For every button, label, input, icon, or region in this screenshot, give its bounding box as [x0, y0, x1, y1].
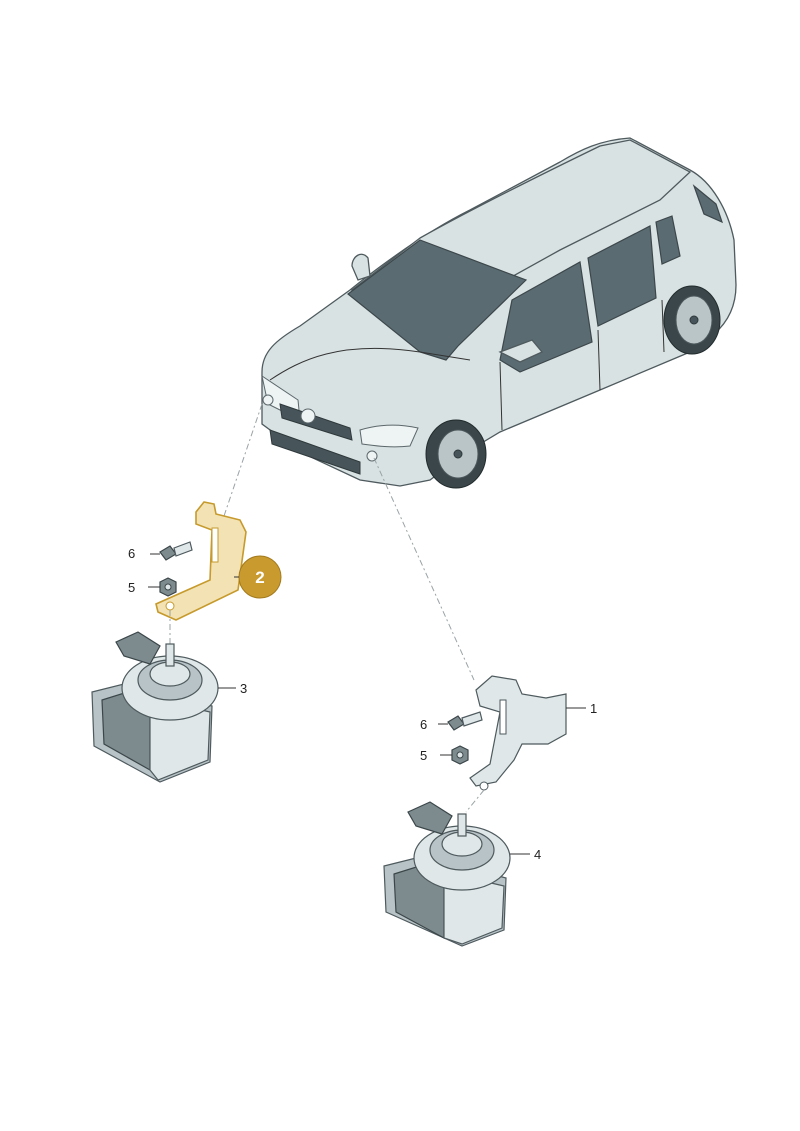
horn-3 [91, 610, 236, 783]
nut-5-left [148, 577, 177, 597]
horn-4 [383, 789, 530, 947]
location-line-left [223, 403, 263, 517]
bracket-2-highlighted [155, 501, 247, 621]
location-line-right [373, 457, 475, 681]
callout-6-left: 6 [128, 546, 135, 561]
callout-6-right: 6 [420, 717, 427, 732]
callout-5-right: 5 [420, 748, 427, 763]
bracket-1 [469, 675, 586, 791]
callout-3: 3 [240, 681, 247, 696]
badge-2: 2 [234, 555, 282, 599]
callout-5-left: 5 [128, 580, 135, 595]
callout-4: 4 [534, 847, 541, 862]
vehicle-illustration [261, 137, 737, 489]
bolt-6-left [150, 541, 193, 561]
callout-2-label: 2 [255, 568, 264, 587]
bolt-6-right [438, 711, 483, 731]
callout-1: 1 [590, 701, 597, 716]
nut-5-right [440, 745, 469, 765]
